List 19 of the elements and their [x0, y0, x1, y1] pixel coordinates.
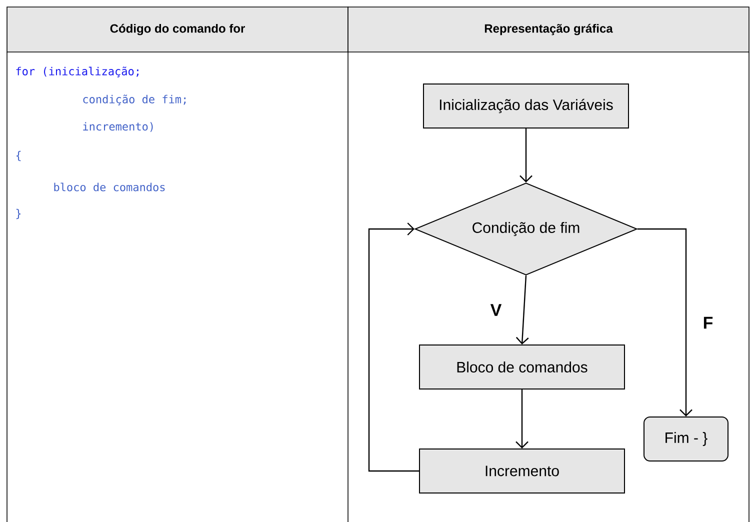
table-header-cell: Representação gráfica: [348, 6, 750, 52]
edge-label: V: [489, 303, 503, 317]
edge-label: F: [702, 316, 714, 330]
code-line: }: [16, 208, 21, 220]
code-line: {: [16, 150, 21, 162]
code-line: condição de fim;: [83, 94, 186, 106]
code-line: bloco de comandos: [54, 182, 165, 192]
end-box: Fim - }: [644, 416, 728, 462]
arrow: [516, 390, 528, 448]
arrow: [520, 128, 532, 182]
code-line: for (inicialização;: [16, 66, 138, 78]
process-box: Bloco de comandos: [419, 344, 625, 390]
table-header-cell: Código do comando for: [6, 6, 348, 52]
arrow: [516, 275, 529, 344]
process-box: Incremento: [419, 448, 625, 494]
code-line: incremento): [83, 122, 153, 132]
arrow: [638, 228, 692, 416]
process-box: Inicialização das Variáveis: [423, 84, 629, 128]
arrow: [368, 222, 419, 472]
